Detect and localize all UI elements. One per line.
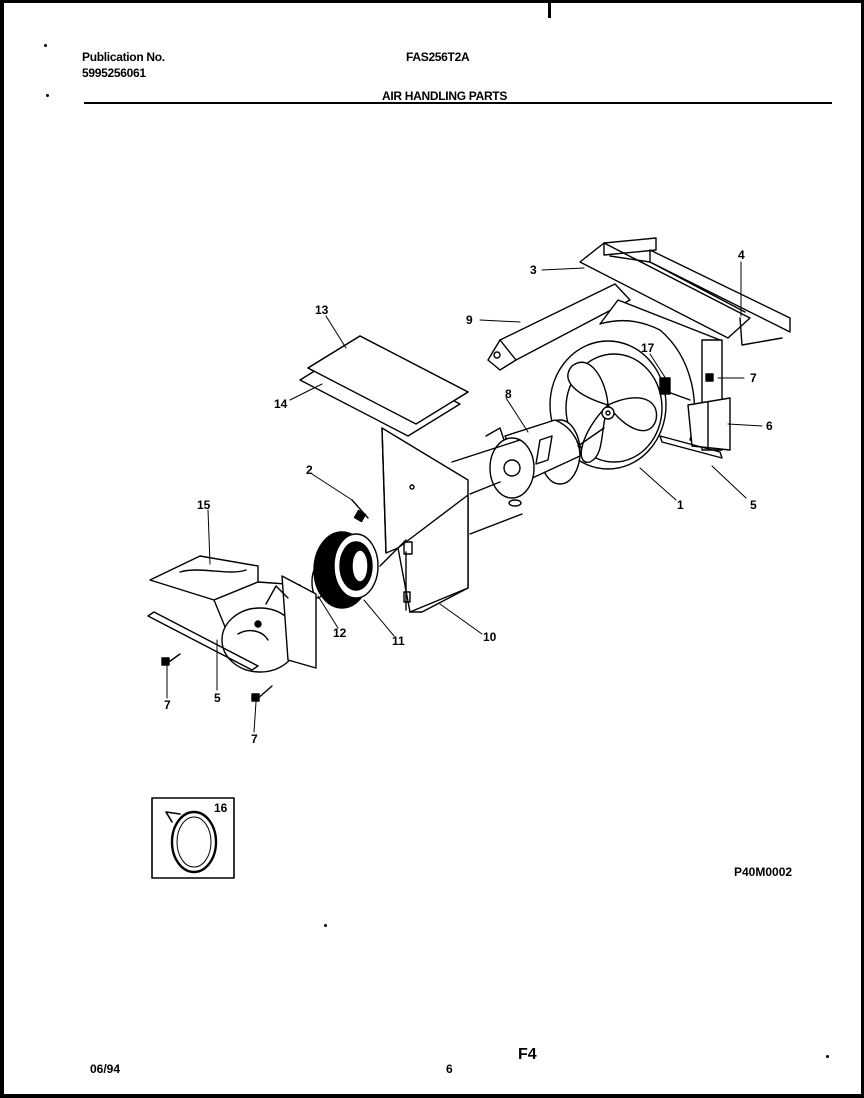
part-fan-shroud (599, 299, 731, 451)
callout-5-right: 5 (750, 498, 757, 512)
speck (826, 1055, 829, 1058)
section-title: AIR HANDLING PARTS (382, 89, 508, 103)
part-filter (299, 335, 469, 437)
footer-date: 06/94 (90, 1062, 121, 1076)
callout-12: 12 (333, 626, 347, 640)
publication-number: 5995256061 (82, 66, 146, 80)
part-blower-housing (149, 555, 317, 673)
callout-2: 2 (306, 463, 313, 477)
callout-16: 16 (214, 801, 228, 815)
speck (324, 924, 327, 927)
part-screw-left (161, 653, 181, 666)
speck (46, 94, 49, 97)
page-border-top (0, 0, 864, 3)
part-ring (311, 565, 325, 599)
part-screw-bottom (251, 685, 273, 702)
part-rail-right (659, 435, 723, 459)
footer-section-code: F4 (518, 1046, 537, 1063)
page-border-bottom (0, 1094, 864, 1098)
part-screw-right (705, 373, 714, 382)
callout-4: 4 (738, 248, 745, 262)
callout-5-left: 5 (214, 691, 221, 705)
callout-8: 8 (505, 387, 512, 401)
part-long-bracket (487, 283, 631, 371)
callout-7-right: 7 (750, 371, 757, 385)
callout-7-left: 7 (164, 698, 171, 712)
callout-labels: 1 2 3 4 5 5 6 7 7 7 8 9 10 11 12 13 14 1… (164, 248, 792, 879)
part-screw (351, 499, 369, 523)
drawing-code: P40M0002 (734, 865, 792, 879)
header-rule (84, 102, 832, 104)
callout-6: 6 (766, 419, 773, 433)
callout-1: 1 (677, 498, 684, 512)
publication-label: Publication No. (82, 50, 165, 64)
top-tick-mark (548, 0, 551, 18)
callout-15: 15 (197, 498, 211, 512)
callout-13: 13 (315, 303, 329, 317)
part-fan-blade (549, 340, 667, 470)
callout-17: 17 (641, 341, 655, 355)
model-number: FAS256T2A (406, 50, 470, 64)
part-top-bracket (579, 237, 791, 346)
callout-11: 11 (392, 634, 405, 648)
page-border-left (0, 0, 4, 1098)
callout-3: 3 (530, 263, 537, 277)
footer-page-number: 6 (446, 1062, 453, 1076)
part-16-inset (151, 797, 235, 879)
part-motor (469, 419, 605, 507)
page-border-right (861, 0, 864, 1098)
speck (44, 44, 47, 47)
callout-7-bottom: 7 (251, 732, 258, 746)
leader-lines (166, 261, 763, 823)
callout-9: 9 (466, 313, 473, 327)
callout-14: 14 (274, 397, 288, 411)
part-orifice-link (451, 439, 523, 535)
part-scroll-plate (381, 427, 469, 613)
callout-10: 10 (483, 630, 497, 644)
